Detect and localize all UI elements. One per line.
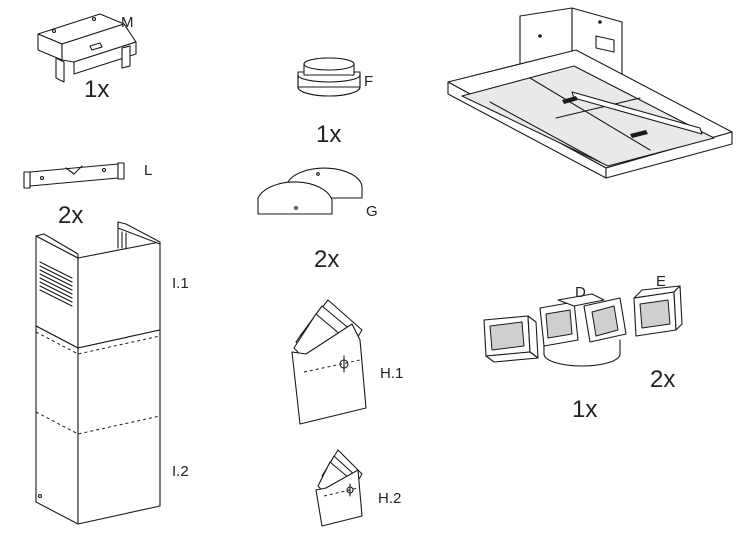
part-h1-booklet — [291, 299, 367, 425]
part-m-bracket — [37, 13, 137, 83]
part-f-collar — [297, 57, 361, 97]
part-m-quantity: 1x — [84, 76, 109, 103]
part-h2-booklet — [315, 449, 363, 527]
part-i-chimney — [35, 221, 161, 525]
part-h2-letter: H.2 — [378, 490, 401, 507]
part-l-quantity: 2x — [58, 202, 83, 229]
part-g-quantity: 2x — [314, 246, 339, 273]
part-e-duct-right — [633, 285, 683, 337]
range-hood — [447, 7, 733, 179]
part-g-covers — [257, 167, 363, 215]
part-f-quantity: 1x — [316, 121, 341, 148]
part-i1-letter: I.1 — [172, 275, 189, 292]
part-d-quantity: 1x — [572, 396, 597, 423]
part-h1-letter: H.1 — [380, 365, 403, 382]
part-e-duct-left — [483, 315, 539, 363]
vent-slots — [39, 231, 127, 307]
part-l-letter: L — [144, 162, 152, 179]
part-l-strip — [23, 162, 125, 189]
part-g-letter: G — [366, 203, 378, 220]
part-m-letter: M — [121, 14, 134, 31]
part-f-letter: F — [364, 73, 373, 90]
part-d-adapter — [539, 293, 627, 367]
part-e-letter: E — [656, 273, 666, 290]
part-d-letter: D — [575, 284, 586, 301]
part-i2-letter: I.2 — [172, 463, 189, 480]
part-e-quantity: 2x — [650, 366, 675, 393]
